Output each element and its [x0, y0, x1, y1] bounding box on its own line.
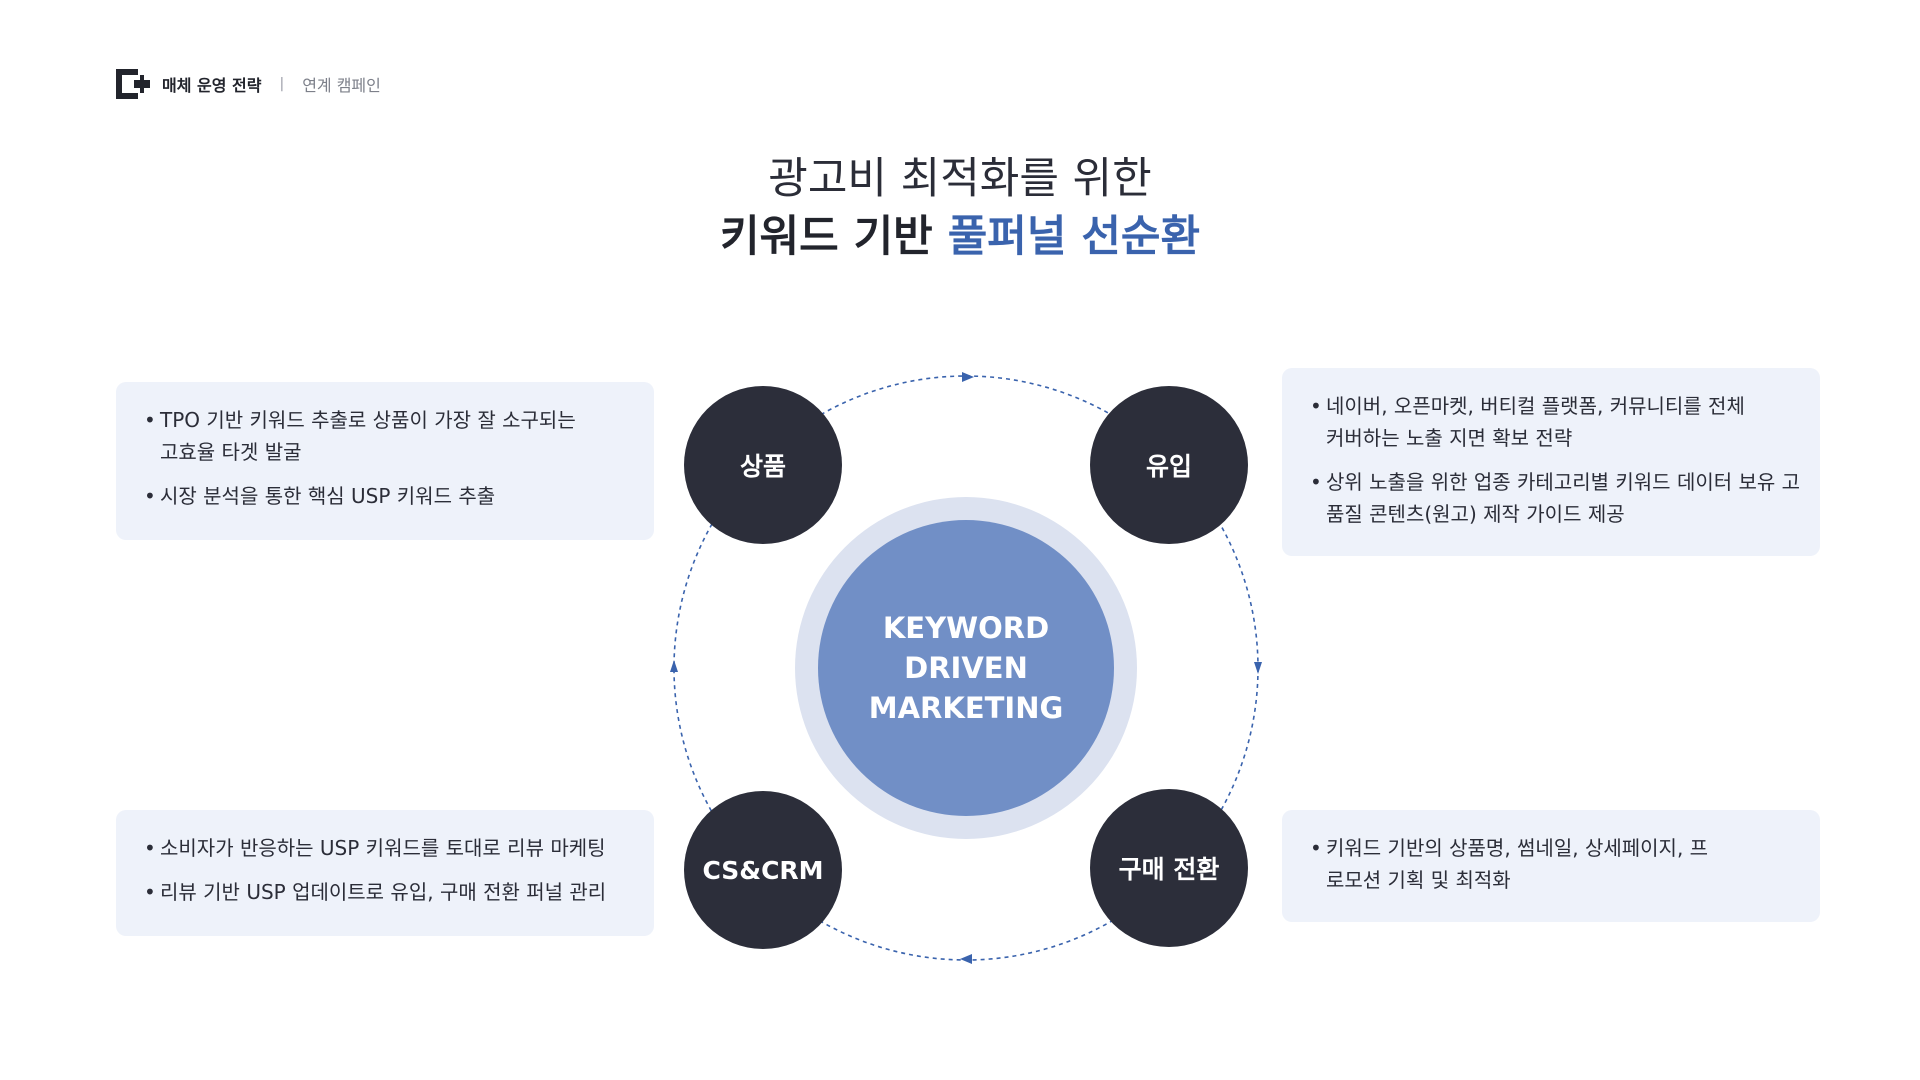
node-crm-label: CS&CRM: [702, 855, 824, 885]
arrowhead-icon: [960, 954, 972, 964]
purchase-description-box: 키워드 기반의 상품명, 썸네일, 상세페이지, 프로모션 기획 및 최적화: [1282, 810, 1820, 922]
header-separator: |: [279, 76, 285, 92]
title-line-2-accent: 풀퍼널 선순환: [947, 212, 1201, 262]
arrowhead-icon: [670, 660, 678, 672]
node-product-label: 상품: [739, 452, 786, 481]
product-bullet-2: 시장 분석을 통한 핵심 USP 키워드 추출: [144, 480, 626, 512]
node-crm: CS&CRM: [684, 791, 842, 949]
node-purchase: 구매 전환: [1090, 789, 1248, 947]
title-line-1: 광고비 최적화를 위한: [768, 154, 1152, 204]
node-inflow: 유입: [1090, 386, 1248, 544]
product-description-box: TPO 기반 키워드 추출로 상품이 가장 잘 소구되는 고효율 타겟 발굴 시…: [116, 382, 654, 540]
page-title: 광고비 최적화를 위한 키워드 기반 풀퍼널 선순환: [0, 150, 1920, 266]
crm-bullet-1: 소비자가 반응하는 USP 키워드를 토대로 리뷰 마케팅: [144, 832, 626, 864]
purchase-bullet-1: 키워드 기반의 상품명, 썸네일, 상세페이지, 프로모션 기획 및 최적화: [1310, 832, 1726, 896]
crm-bullet-2: 리뷰 기반 USP 업데이트로 유입, 구매 전환 퍼널 관리: [144, 876, 626, 908]
title-line-2-plain: 키워드 기반: [719, 212, 948, 262]
node-purchase-label: 구매 전환: [1118, 855, 1220, 884]
crm-description-box: 소비자가 반응하는 USP 키워드를 토대로 리뷰 마케팅 리뷰 기반 USP …: [116, 810, 654, 936]
node-inflow-label: 유입: [1145, 452, 1192, 481]
inflow-bullet-2: 상위 노출을 위한 업종 카테고리별 키워드 데이터 보유 고품질 콘텐츠(원고…: [1310, 466, 1806, 530]
product-bullet-1: TPO 기반 키워드 추출로 상품이 가장 잘 소구되는 고효율 타겟 발굴: [144, 404, 600, 468]
arrowhead-icon: [1254, 662, 1262, 674]
inflow-bullet-1: 네이버, 오픈마켓, 버티컬 플랫폼, 커뮤니티를 전체 커버하는 노출 지면 …: [1310, 390, 1746, 454]
brand-logo-icon: [116, 69, 150, 99]
node-product: 상품: [684, 386, 842, 544]
brand-name: 매체 운영 전략: [162, 76, 262, 95]
header-subtitle: 연계 캠페인: [302, 76, 381, 95]
header: 매체 운영 전략 | 연계 캠페인: [116, 68, 381, 100]
title-line-2: 키워드 기반 풀퍼널 선순환: [0, 208, 1920, 266]
inflow-description-box: 네이버, 오픈마켓, 버티컬 플랫폼, 커뮤니티를 전체 커버하는 노출 지면 …: [1282, 368, 1820, 556]
center-label: KEYWORD DRIVEN MARKETING: [868, 611, 1064, 725]
center-circle: KEYWORD DRIVEN MARKETING: [818, 520, 1114, 816]
arrowhead-icon: [962, 372, 974, 382]
